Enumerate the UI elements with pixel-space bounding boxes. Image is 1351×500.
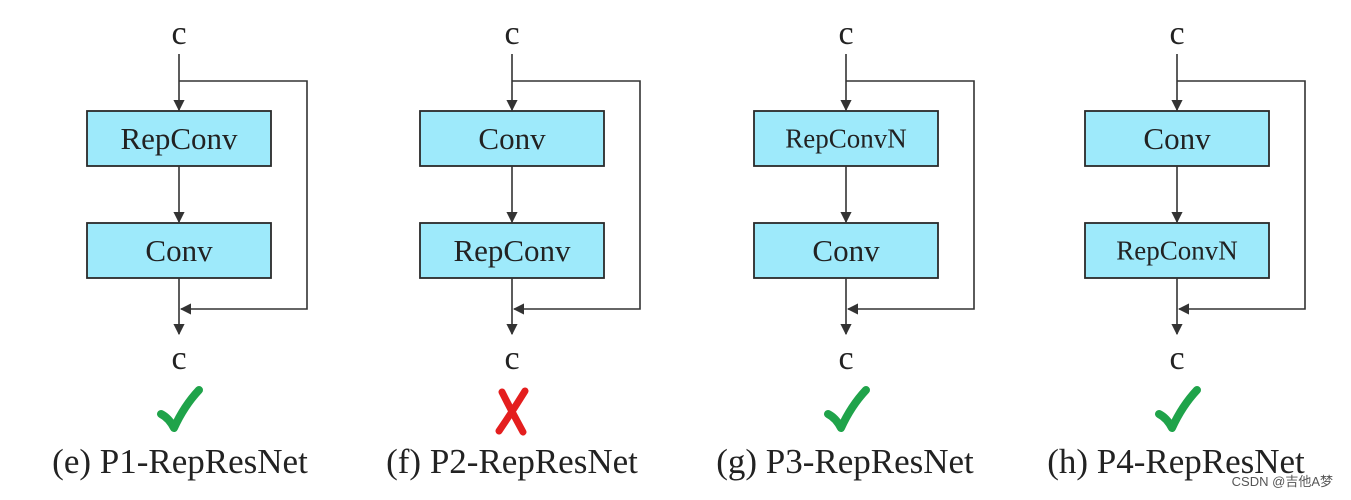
check-mark-icon bbox=[157, 386, 203, 432]
block-2-label: RepConvN bbox=[1116, 236, 1238, 266]
panel-caption: (f) P2-RepResNet bbox=[386, 442, 638, 481]
skip-connection bbox=[512, 80, 641, 315]
input-label: c bbox=[504, 15, 519, 52]
block-1 bbox=[419, 110, 605, 167]
input-label: c bbox=[1169, 15, 1184, 52]
watermark: CSDN @吉他A梦 bbox=[1231, 474, 1333, 489]
skip-connection bbox=[1177, 80, 1306, 315]
block-2-label: Conv bbox=[812, 233, 880, 268]
block-2-label: RepConv bbox=[453, 233, 571, 268]
block-2-label: Conv bbox=[145, 233, 213, 268]
output-label: c bbox=[1169, 340, 1184, 377]
block-1-label: Conv bbox=[1143, 121, 1211, 156]
output-label: c bbox=[504, 340, 519, 377]
output-label: c bbox=[838, 340, 853, 377]
block-2 bbox=[753, 222, 939, 279]
block-1 bbox=[753, 110, 939, 167]
block-1-label: RepConv bbox=[120, 121, 238, 156]
panel-caption: (e) P1-RepResNet bbox=[52, 442, 308, 481]
input-label: c bbox=[171, 15, 186, 52]
block-1 bbox=[86, 110, 272, 167]
block-1-label: RepConvN bbox=[785, 124, 907, 154]
output-label: c bbox=[171, 340, 186, 377]
check-mark-icon bbox=[1155, 386, 1201, 432]
block-1-label: Conv bbox=[478, 121, 546, 156]
panel-caption: (g) P3-RepResNet bbox=[716, 442, 974, 481]
skip-connection bbox=[846, 80, 975, 315]
check-mark-icon bbox=[824, 386, 870, 432]
block-1 bbox=[1084, 110, 1270, 167]
panel-caption: (h) P4-RepResNet bbox=[1047, 442, 1305, 481]
block-2 bbox=[1084, 222, 1270, 279]
input-label: c bbox=[838, 15, 853, 52]
skip-connection bbox=[179, 80, 308, 315]
cross-mark-icon bbox=[495, 387, 529, 436]
